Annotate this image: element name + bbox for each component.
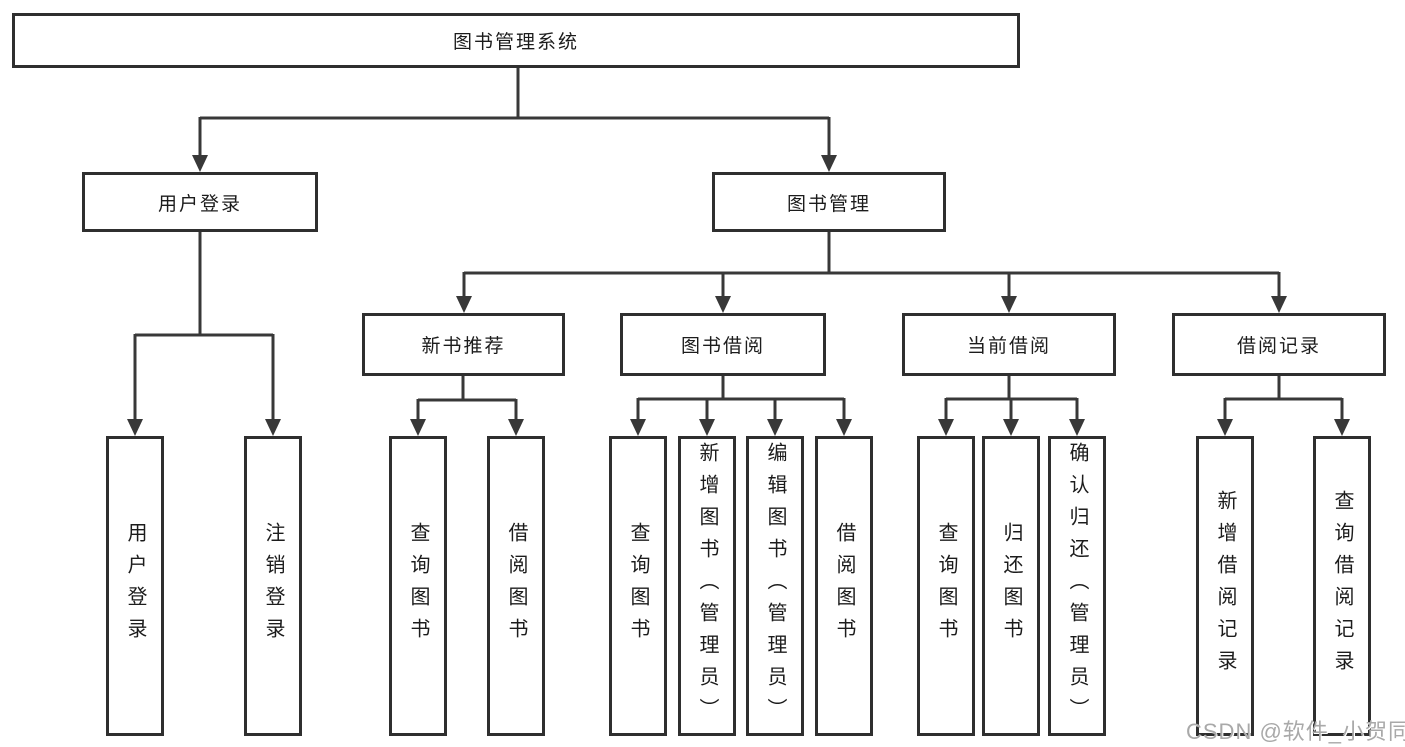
node-new-book-recommendation: 新书推荐: [362, 313, 565, 376]
node-book-management: 图书管理: [712, 172, 946, 232]
node-label: 编辑图书（管理员）: [764, 442, 786, 730]
leaf-borrow-books-borrowing: 借阅图书: [815, 436, 873, 736]
leaf-confirm-return-admin: 确认归还（管理员）: [1048, 436, 1106, 736]
connector-arrowheads: [127, 155, 1350, 436]
node-label: 查询借阅记录: [1331, 490, 1353, 682]
csdn-watermark: CSDN @软件_小贺同学: [1186, 719, 1405, 744]
node-borrowing-records: 借阅记录: [1172, 313, 1386, 376]
node-label: 新增图书（管理员）: [696, 442, 718, 730]
connector-segments: [133, 68, 1344, 421]
leaf-return-books: 归还图书: [982, 436, 1040, 736]
node-current-borrowing: 当前借阅: [902, 313, 1116, 376]
leaf-borrow-books-recommend: 借阅图书: [487, 436, 545, 736]
leaf-user-login: 用户登录: [106, 436, 164, 736]
node-user-login: 用户登录: [82, 172, 318, 232]
leaf-query-books-current: 查询图书: [917, 436, 975, 736]
leaf-query-borrow-record: 查询借阅记录: [1313, 436, 1371, 736]
node-book-borrowing: 图书借阅: [620, 313, 826, 376]
node-label: 图书管理系统: [452, 32, 579, 53]
leaf-edit-book-admin: 编辑图书（管理员）: [746, 436, 804, 736]
node-label: 借阅图书: [833, 522, 855, 650]
node-label: 查询图书: [627, 522, 649, 650]
node-label: 注销登录: [262, 522, 284, 650]
node-label: 新增借阅记录: [1214, 490, 1236, 682]
node-label: 图书借阅: [680, 336, 765, 357]
leaf-add-borrow-record: 新增借阅记录: [1196, 436, 1254, 736]
node-label: 用户登录: [124, 522, 146, 650]
node-label: 借阅图书: [505, 522, 527, 650]
node-label: 查询图书: [407, 522, 429, 650]
leaf-logout: 注销登录: [244, 436, 302, 736]
node-label: 确认归还（管理员）: [1066, 442, 1088, 730]
node-library-management-system: 图书管理系统: [12, 13, 1020, 68]
leaf-query-books-recommend: 查询图书: [389, 436, 447, 736]
node-label: 归还图书: [1000, 522, 1022, 650]
node-label: 用户登录: [157, 193, 242, 215]
node-label: 查询图书: [935, 522, 957, 650]
node-label: 借阅记录: [1236, 336, 1321, 357]
leaf-add-book-admin: 新增图书（管理员）: [678, 436, 736, 736]
node-label: 当前借阅: [966, 336, 1051, 357]
leaf-query-books-borrowing: 查询图书: [609, 436, 667, 736]
node-label: 新书推荐: [421, 336, 506, 357]
node-label: 图书管理: [786, 193, 871, 215]
